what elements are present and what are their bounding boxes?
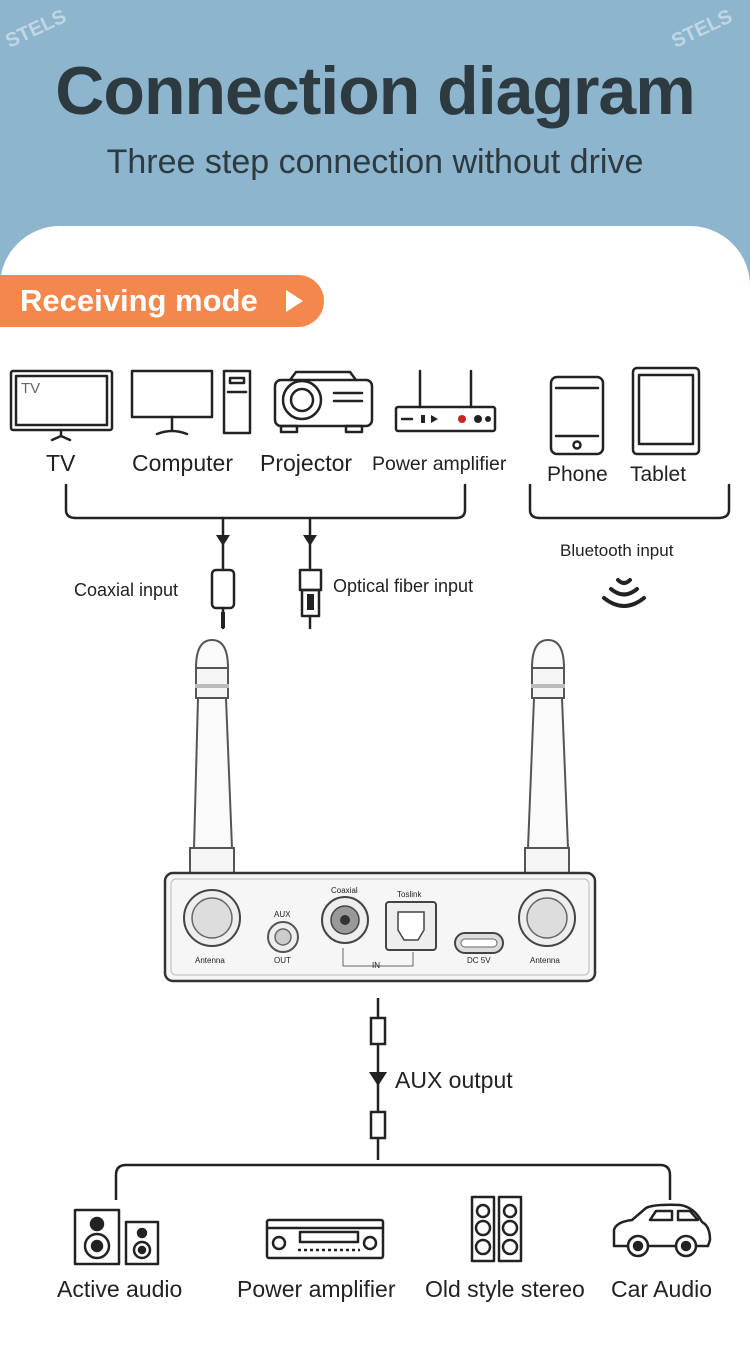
antenna-left-label: Antenna bbox=[195, 956, 225, 965]
bluetooth-input-label: Bluetooth input bbox=[560, 541, 674, 560]
page-subtitle: Three step connection without drive bbox=[106, 143, 644, 181]
aux-port-label: AUX bbox=[274, 910, 291, 919]
coaxial-input-label: Coaxial input bbox=[74, 580, 179, 600]
receiver-device bbox=[163, 871, 597, 983]
computer-icon bbox=[130, 369, 252, 436]
aux-output-label: AUX output bbox=[395, 1067, 513, 1093]
av-receiver-icon bbox=[265, 1218, 385, 1260]
tablet-label: Tablet bbox=[630, 463, 687, 486]
phone-icon bbox=[549, 375, 605, 456]
tablet-icon bbox=[631, 366, 701, 456]
tv-screen-text: TV bbox=[21, 380, 41, 397]
active-speakers-icon bbox=[73, 1208, 160, 1266]
page-title: Connection diagram bbox=[55, 53, 695, 129]
amplifier-icon bbox=[394, 369, 497, 433]
in-label: IN bbox=[372, 961, 380, 970]
out-port-label: OUT bbox=[274, 956, 291, 965]
play-arrow-icon bbox=[286, 290, 303, 312]
power-amplifier-output-label: Power amplifier bbox=[237, 1276, 396, 1302]
mode-badge-label: Receiving mode bbox=[20, 283, 258, 318]
car-icon bbox=[612, 1203, 712, 1258]
coaxial-port-label: Coaxial bbox=[331, 886, 358, 895]
projector-label: Projector bbox=[260, 450, 353, 476]
bluetooth-wave-icon bbox=[602, 578, 646, 608]
tv-icon bbox=[9, 369, 114, 442]
car-audio-label: Car Audio bbox=[611, 1276, 713, 1302]
computer-label: Computer bbox=[132, 450, 233, 476]
antenna-right-label: Antenna bbox=[530, 956, 560, 965]
active-audio-label: Active audio bbox=[57, 1276, 183, 1302]
toslink-port-label: Toslink bbox=[397, 890, 422, 899]
phone-label: Phone bbox=[547, 463, 608, 486]
content-card bbox=[0, 226, 750, 1350]
projector-icon bbox=[273, 370, 374, 434]
old-style-stereo-label: Old style stereo bbox=[425, 1276, 585, 1302]
optical-input-label: Optical fiber input bbox=[333, 576, 474, 596]
aux-cable bbox=[114, 998, 672, 1200]
stereo-speakers-icon bbox=[470, 1195, 523, 1263]
mode-badge: Receiving mode bbox=[0, 275, 324, 327]
power-amplifier-source-label: Power amplifier bbox=[372, 453, 507, 475]
tv-label: TV bbox=[46, 450, 76, 476]
dc-port-label: DC 5V bbox=[467, 956, 491, 965]
